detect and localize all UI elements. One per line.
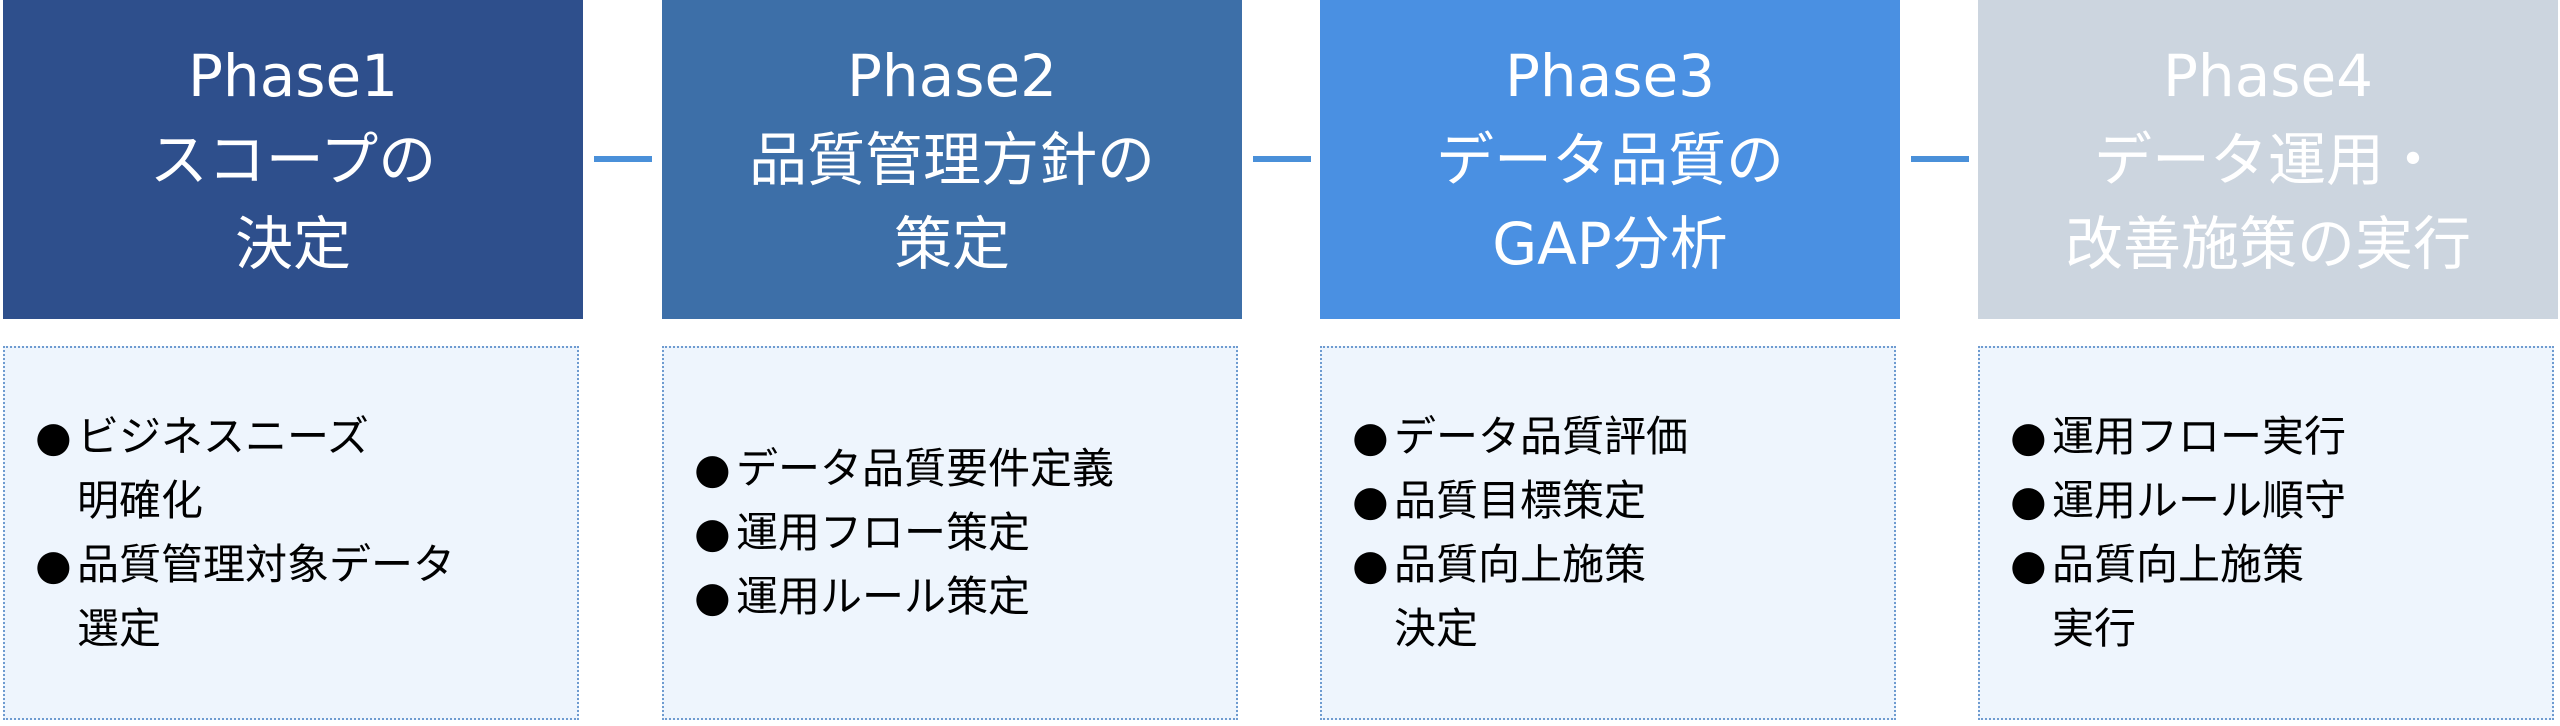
phase-1-header: Phase1 スコープの決定 [3,0,583,319]
phase-2-header: Phase2 品質管理方針の策定 [662,0,1242,319]
bullet-icon: ● [694,508,731,557]
list-item: ●運用ルール順守 [2010,469,2552,533]
bullet-icon: ● [1352,540,1389,589]
phase-title-line: Phase2 [846,41,1058,110]
list-item-line: 決定 [1394,604,1479,653]
list-item-line: 品質向上施策 [1394,540,1647,589]
list-item-line: 品質向上施策 [2052,540,2305,589]
phase-4-header: Phase4 データ運用・改善施策の実行 [1978,0,2558,319]
list-item-text: データ品質要件定義 [736,437,1114,501]
phase-3-header: Phase3 データ品質の GAP分析 [1320,0,1900,319]
phase-title-line: スコープの [149,125,437,194]
list-item: ●データ品質評価 [1352,405,1894,469]
bullet-icon: ● [2010,412,2047,461]
connector-line [1253,156,1311,162]
phase-title-line: 品質管理方針の [748,125,1155,194]
list-item-text: 品質管理対象データ選定 [77,533,455,661]
list-item: ●品質向上施策実行 [2010,533,2552,661]
list-item-line: 選定 [77,604,162,653]
list-item-line: 品質管理対象データ [77,540,456,589]
list-item-line: データ品質要件定義 [736,444,1115,493]
list-item-line: 運用ルール順守 [2052,476,2347,525]
list-item: ●運用フロー実行 [2010,405,2552,469]
phase-title-line: 策定 [893,209,1010,278]
list-item-line: 運用フロー策定 [736,508,1031,557]
list-item-line: ビジネスニーズ [77,412,369,461]
list-item-text: 運用フロー策定 [736,501,1030,565]
bullet-icon: ● [35,412,72,461]
list-item: ●ビジネスニーズ明確化 [35,405,577,533]
bullet-icon: ● [1352,412,1389,461]
phase-title-line: 改善施策の実行 [2064,209,2471,278]
phase-4-details: ●運用フロー実行●運用ルール順守●品質向上施策実行 [1978,346,2554,720]
list-item-text: 運用フロー実行 [2052,405,2346,469]
bullet-icon: ● [694,444,731,493]
list-item: ●品質目標策定 [1352,469,1894,533]
bullet-icon: ● [2010,476,2047,525]
list-item-line: 実行 [2052,604,2137,653]
list-item-line: 明確化 [77,476,204,525]
phase-title-line: 決定 [234,209,351,278]
bullet-icon: ● [694,572,731,621]
list-item-text: 運用ルール策定 [736,565,1030,629]
list-item-text: 運用ルール順守 [2052,469,2346,533]
phase-title-line: Phase1 [187,41,399,110]
list-item: ●データ品質要件定義 [694,437,1236,501]
phase-title-line: Phase3 [1504,41,1716,110]
list-item: ●運用ルール策定 [694,565,1236,629]
phase-title-line: GAP分析 [1492,209,1728,278]
connector-line [594,156,652,162]
bullet-icon: ● [1352,476,1389,525]
phase-title-line: Phase4 [2162,41,2374,110]
phase-title-line: データ運用・ [2093,125,2442,194]
list-item-line: 運用ルール策定 [736,572,1031,621]
list-item: ●品質管理対象データ選定 [35,533,577,661]
list-item-line: データ品質評価 [1394,412,1689,461]
list-item-text: データ品質評価 [1394,405,1688,469]
list-item: ●運用フロー策定 [694,501,1236,565]
list-item: ●品質向上施策決定 [1352,533,1894,661]
phase-title-line: データ品質の [1435,125,1784,194]
phase-1-details: ●ビジネスニーズ明確化●品質管理対象データ選定 [3,346,579,720]
list-item-line: 品質目標策定 [1394,476,1647,525]
list-item-text: 品質目標策定 [1394,469,1646,533]
list-item-text: 品質向上施策実行 [2052,533,2304,661]
connector-line [1911,156,1969,162]
list-item-text: 品質向上施策決定 [1394,533,1646,661]
phase-2-details: ●データ品質要件定義●運用フロー策定●運用ルール策定 [662,346,1238,720]
bullet-icon: ● [2010,540,2047,589]
bullet-icon: ● [35,540,72,589]
list-item-text: ビジネスニーズ明確化 [77,405,369,533]
phase-3-details: ●データ品質評価●品質目標策定●品質向上施策決定 [1320,346,1896,720]
list-item-line: 運用フロー実行 [2052,412,2347,461]
